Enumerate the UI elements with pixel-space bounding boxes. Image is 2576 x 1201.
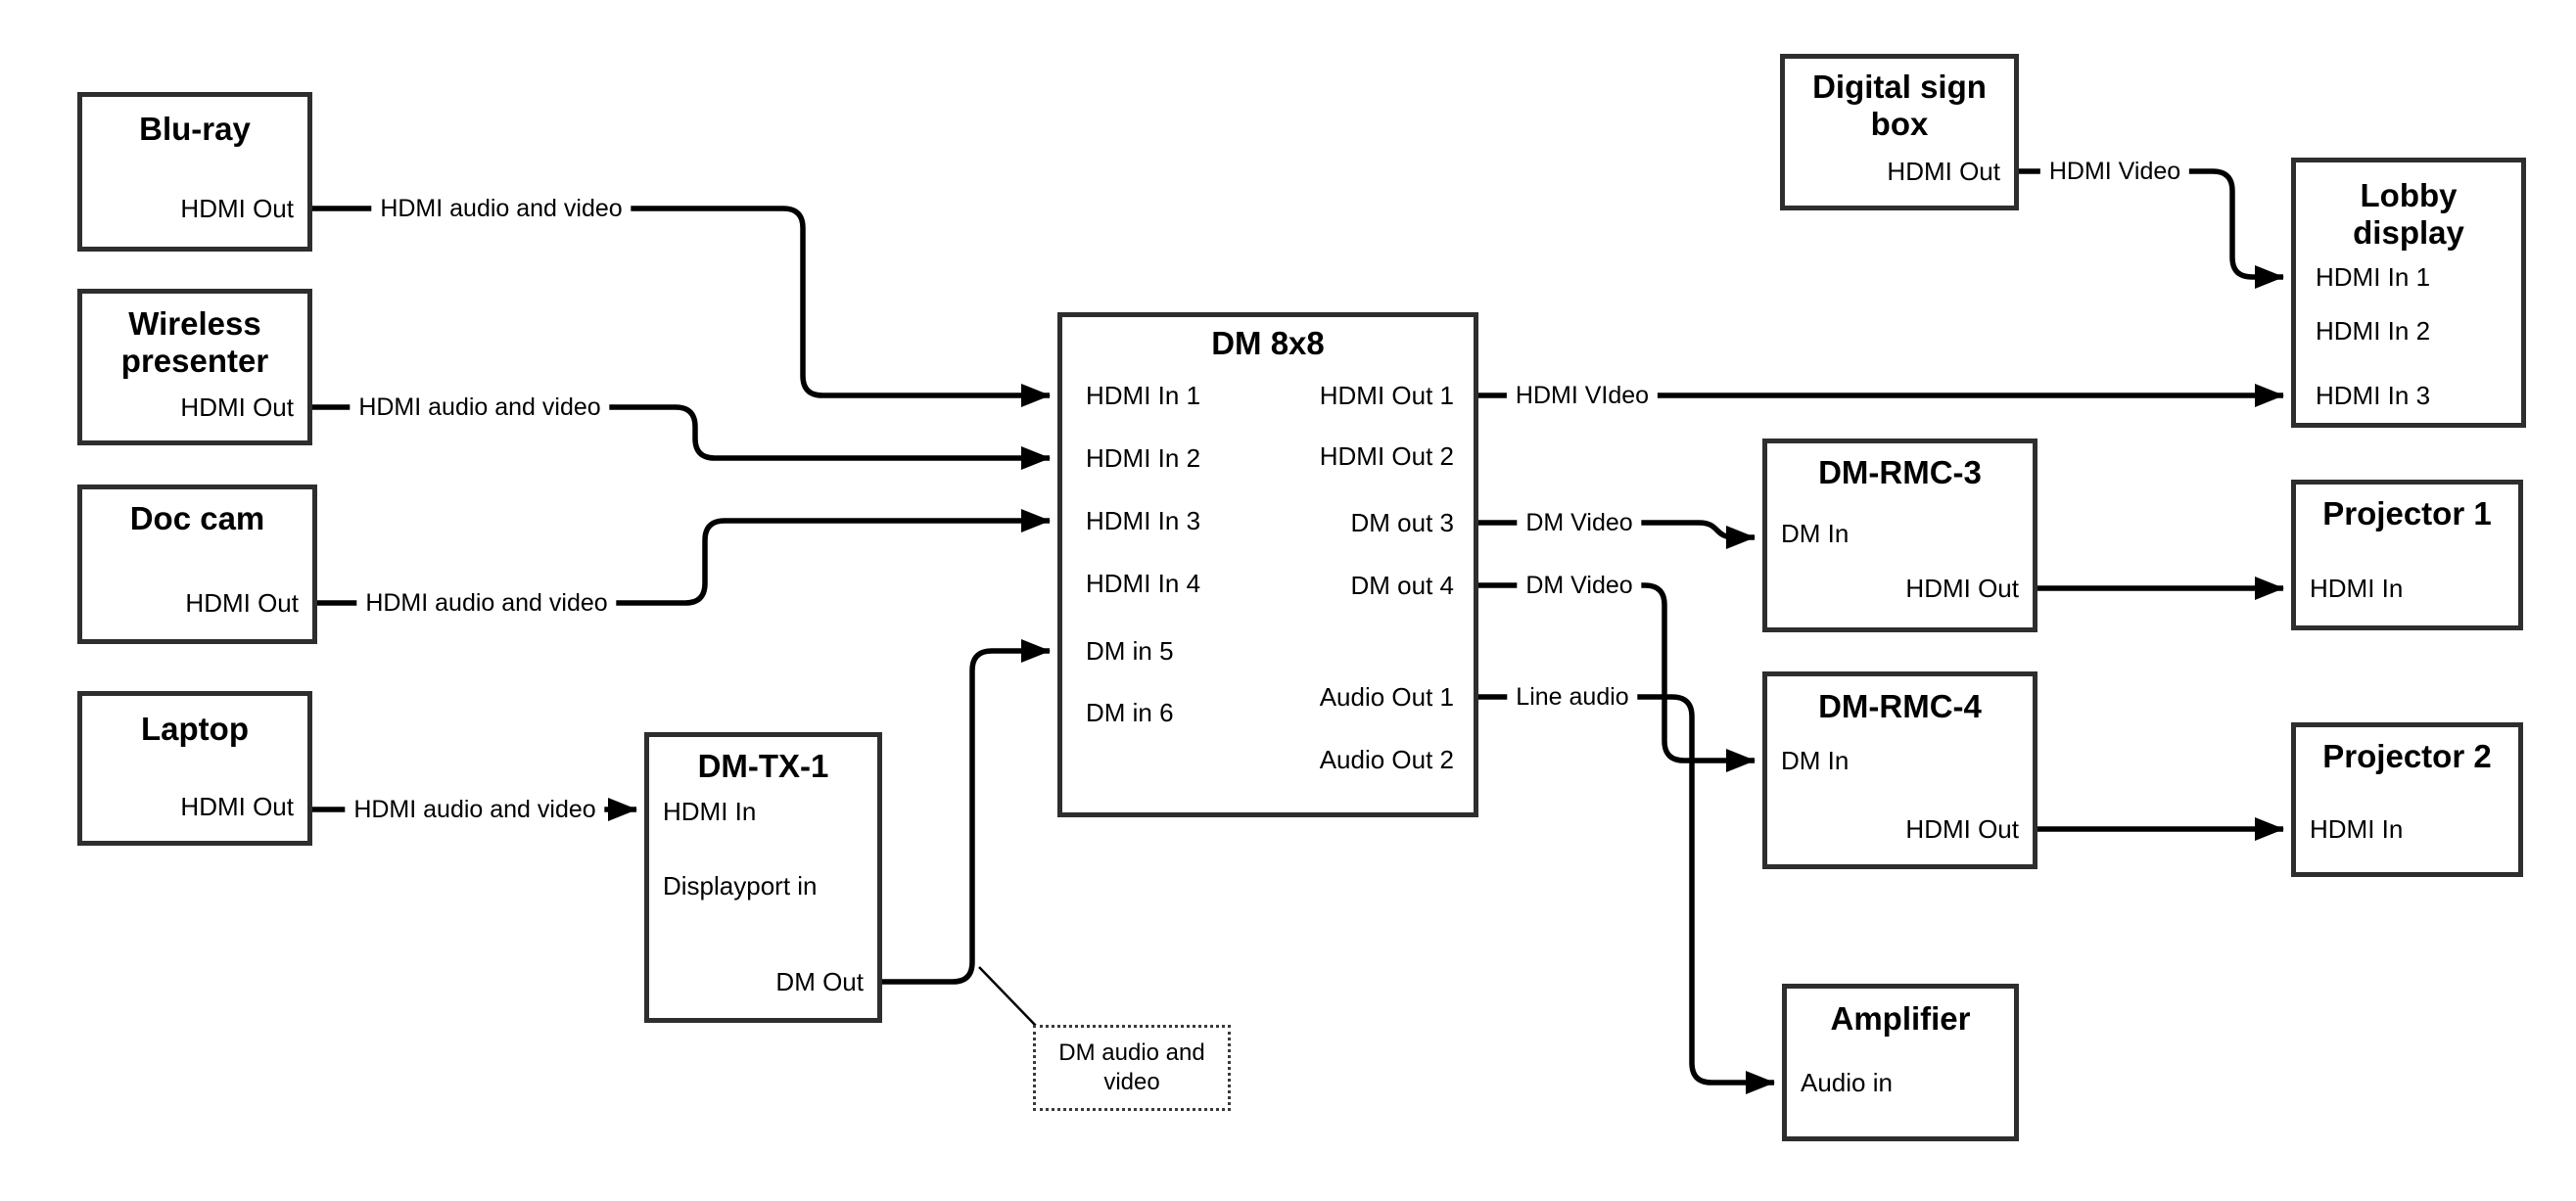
connector-doccam-dm8x8 [317,509,1051,606]
connector-dm8x8-rmc4 [1478,582,1756,772]
node-lobby-port-hdmi-in-3: HDMI In 3 [2316,381,2431,410]
node-amplifier-port-audio-in: Audio in [1801,1068,1893,1097]
node-lobby-title-line2: display [2353,214,2464,251]
node-amplifier: Amplifier Audio in [1782,984,2019,1141]
edge-label-wireless-dm8x8: HDMI audio and video [350,393,610,422]
node-wireless-presenter: Wireless presenter HDMI Out [77,289,312,445]
node-bluray-title: Blu-ray [139,111,251,147]
node-lobby-display: Lobby display HDMI In 1 HDMI In 2 HDMI I… [2291,158,2526,428]
edge-label-bluray-dm8x8: HDMI audio and video [371,194,632,223]
connector-digisign-lobby [2019,168,2284,289]
node-projector-2: Projector 2 HDMI In [2291,722,2523,877]
node-doccam-port-hdmi-out: HDMI Out [185,588,299,618]
node-dmtx1-port-displayport-in: Displayport in [663,871,818,901]
node-dm8x8-port-hdmi-out-2: HDMI Out 2 [1319,441,1454,471]
callout-line2: video [1103,1069,1160,1095]
node-dm-rmc-4: DM-RMC-4 DM In HDMI Out [1762,671,2037,869]
node-dmtx1: DM-TX-1 HDMI In Displayport in DM Out [644,732,882,1023]
node-wireless-presenter-title: Wireless presenter [82,305,307,380]
node-dm8x8-port-audio-out-1: Audio Out 1 [1319,682,1454,712]
node-dm8x8: DM 8x8 HDMI In 1 HDMI In 2 HDMI In 3 HDM… [1057,312,1478,817]
connector-dm8x8-rmc3 [1478,520,1756,549]
node-lobby-port-hdmi-in-1: HDMI In 1 [2316,262,2431,292]
connector-dmtx1-dm8x8 [882,639,1051,985]
node-laptop: Laptop HDMI Out [77,691,312,846]
edge-label-dm8x8-rmc4: DM Video [1517,571,1642,600]
node-digisign-port-hdmi-out: HDMI Out [1887,157,2000,186]
node-dmtx1-title: DM-TX-1 [697,748,829,784]
connector-bluray-dm8x8 [312,206,1051,407]
edge-label-dm8x8-amplifier: Line audio [1507,682,1638,712]
node-projector-1-port-hdmi-in: HDMI In [2310,574,2404,603]
node-dm8x8-port-dm-out-3: DM out 3 [1350,508,1455,537]
node-dm-rmc-3-port-hdmi-out: HDMI Out [1905,574,2019,603]
node-dm8x8-title: DM 8x8 [1211,325,1325,361]
node-wireless-title-line1: Wireless [128,305,261,342]
node-dm-rmc-3-title: DM-RMC-3 [1818,454,1982,490]
node-dm8x8-port-hdmi-out-1: HDMI Out 1 [1319,381,1454,410]
node-dm8x8-port-hdmi-in-4: HDMI In 4 [1086,569,1201,598]
node-dm-rmc-4-title: DM-RMC-4 [1818,688,1982,724]
node-amplifier-title: Amplifier [1830,1000,1971,1037]
node-laptop-title: Laptop [141,711,249,747]
edge-label-dm8x8-lobby: HDMI VIdeo [1506,381,1659,410]
node-dm8x8-port-audio-out-2: Audio Out 2 [1319,745,1454,774]
node-dmtx1-port-dm-out: DM Out [775,967,864,996]
node-doccam-title: Doc cam [129,500,265,536]
node-dm-rmc-4-port-dm-in: DM In [1781,746,1850,775]
node-dm-rmc-3: DM-RMC-3 DM In HDMI Out [1762,439,2037,632]
node-dmtx1-port-hdmi-in: HDMI In [663,797,757,826]
edge-label-digisign-lobby: HDMI Video [2039,157,2190,186]
node-dm8x8-port-dm-in-5: DM in 5 [1086,636,1174,666]
connector-wireless-dm8x8 [312,404,1051,470]
node-lobby-title-line1: Lobby [2360,177,2458,213]
node-digital-sign-box-title: Digital sign box [1785,69,2014,143]
callout-dm-audio-video: DM audio and video [1033,1025,1231,1111]
node-laptop-port-hdmi-out: HDMI Out [180,792,294,821]
callout-leader-line [978,966,1037,1027]
edge-label-doccam-dm8x8: HDMI audio and video [356,588,617,618]
node-lobby-display-title: Lobby display [2296,177,2521,252]
node-dm8x8-port-hdmi-in-2: HDMI In 2 [1086,443,1201,473]
node-bluray: Blu-ray HDMI Out [77,92,312,252]
node-dm-rmc-4-port-hdmi-out: HDMI Out [1905,814,2019,844]
node-bluray-port-hdmi-out: HDMI Out [180,194,294,223]
callout-line1: DM audio and [1058,1039,1205,1066]
node-lobby-port-hdmi-in-2: HDMI In 2 [2316,316,2431,346]
edge-label-dm8x8-rmc3: DM Video [1517,508,1642,537]
node-dm-rmc-3-port-dm-in: DM In [1781,519,1850,548]
node-dm8x8-port-hdmi-in-3: HDMI In 3 [1086,506,1201,535]
node-projector-2-title: Projector 2 [2322,738,2492,774]
node-projector-1: Projector 1 HDMI In [2291,480,2523,630]
node-digital-sign-box: Digital sign box HDMI Out [1780,54,2019,210]
edge-label-laptop-dmtx1: HDMI audio and video [345,795,605,824]
connector-dm8x8-amplifier [1478,694,1775,1094]
node-wireless-port-hdmi-out: HDMI Out [180,393,294,422]
node-digisign-title-line2: box [1870,106,1929,142]
node-doccam: Doc cam HDMI Out [77,485,317,644]
node-dm8x8-port-dm-in-6: DM in 6 [1086,698,1174,727]
node-dm8x8-port-dm-out-4: DM out 4 [1350,571,1455,600]
node-digisign-title-line1: Digital sign [1812,69,1987,105]
node-wireless-title-line2: presenter [120,343,269,379]
node-dm8x8-port-hdmi-in-1: HDMI In 1 [1086,381,1201,410]
node-projector-1-title: Projector 1 [2322,495,2492,531]
node-projector-2-port-hdmi-in: HDMI In [2310,814,2404,844]
